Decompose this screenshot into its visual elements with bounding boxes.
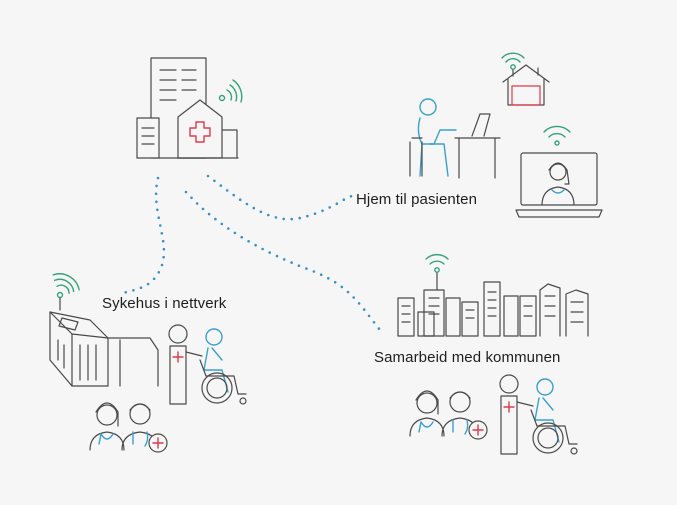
connector-dot — [155, 184, 158, 188]
connector-dot — [146, 282, 150, 286]
connector-dot — [306, 214, 309, 218]
connector-dot — [190, 196, 193, 200]
connector-dot — [346, 290, 350, 294]
connector-dot — [282, 258, 286, 261]
connector-dot — [159, 224, 162, 227]
connector-to-hospital-network — [124, 176, 166, 294]
connector-dot — [259, 210, 263, 214]
patient-wheelchair-icon — [168, 324, 247, 405]
connector-dot — [342, 198, 346, 201]
home-house-icon — [501, 52, 550, 106]
connector-dot — [252, 206, 256, 210]
connector-dot — [157, 271, 161, 274]
connector-dot — [139, 286, 143, 290]
dotted-connectors — [124, 174, 381, 330]
connector-dot — [372, 321, 376, 324]
municipality-staff-icon — [409, 390, 488, 440]
connector-dot — [124, 291, 127, 294]
connector-dot — [207, 212, 211, 216]
main-hospital-icon — [136, 57, 243, 159]
connector-dot — [160, 232, 164, 235]
label-municipality-cooperation: Samarbeid med kommunen — [374, 349, 561, 366]
connector-dot — [335, 202, 339, 205]
connector-dot — [319, 273, 323, 277]
connector-dot — [313, 212, 317, 215]
connector-dot — [219, 184, 223, 187]
connector-dot — [201, 207, 205, 211]
connector-dot — [367, 314, 371, 318]
home-office-person-icon — [409, 98, 501, 179]
connector-dot — [261, 247, 264, 251]
connector-dot — [162, 247, 166, 251]
video-call-monitor-icon — [515, 125, 603, 218]
connector-dot — [282, 217, 286, 221]
label-hospital-network: Sykehus i nettverk — [102, 295, 227, 312]
connector-dot — [340, 285, 344, 289]
connector-dot — [227, 227, 230, 230]
connector-dot — [160, 263, 164, 267]
city-skyline-icon — [397, 253, 589, 337]
connector-dot — [154, 192, 158, 196]
connector-dot — [328, 206, 332, 209]
municipality-patient-wheelchair-icon — [499, 374, 578, 455]
connector-dot — [377, 327, 381, 330]
label-home-to-patient: Hjem til pasienten — [356, 191, 478, 208]
connector-dot — [298, 216, 302, 220]
connector-dot — [195, 202, 199, 205]
connector-dot — [245, 202, 249, 206]
connector-dot — [254, 243, 257, 247]
connector-dot — [267, 213, 270, 217]
connector-dot — [220, 222, 224, 226]
connector-dot — [290, 261, 293, 264]
connector-dot — [274, 216, 278, 219]
connector-dot — [238, 198, 242, 201]
connector-dot — [312, 270, 316, 273]
doctor-nurse-icon — [89, 402, 168, 453]
connector-dot — [352, 296, 356, 299]
connector-dot — [162, 255, 165, 259]
connector-dot — [290, 217, 294, 221]
connector-dot — [232, 193, 235, 197]
connector-dot — [161, 239, 165, 243]
connector-dot — [155, 200, 158, 204]
connector-dot — [321, 209, 324, 213]
connector-dot — [214, 217, 217, 221]
connector-dot — [225, 189, 229, 192]
connector-dot — [362, 308, 366, 311]
connector-dot — [184, 190, 188, 194]
connector-dot — [247, 240, 250, 243]
connector-dot — [357, 302, 361, 305]
connector-dot — [268, 251, 272, 254]
connector-dot — [240, 235, 243, 239]
connector-to-home — [206, 174, 353, 221]
connector-dot — [233, 231, 237, 235]
connector-to-municipality — [184, 190, 381, 330]
connector-dot — [156, 176, 160, 180]
connector-dot — [333, 281, 337, 284]
connector-dot — [349, 195, 353, 198]
connector-dot — [305, 267, 308, 270]
connector-dot — [156, 208, 159, 212]
connector-dot — [206, 174, 210, 178]
connector-dot — [213, 179, 216, 183]
network-hospital-icon — [49, 273, 159, 387]
connector-dot — [157, 216, 160, 219]
connector-dot — [275, 254, 279, 258]
connector-dot — [132, 289, 135, 292]
connector-dot — [297, 264, 301, 268]
connector-dot — [152, 277, 156, 281]
connector-dot — [327, 277, 330, 280]
